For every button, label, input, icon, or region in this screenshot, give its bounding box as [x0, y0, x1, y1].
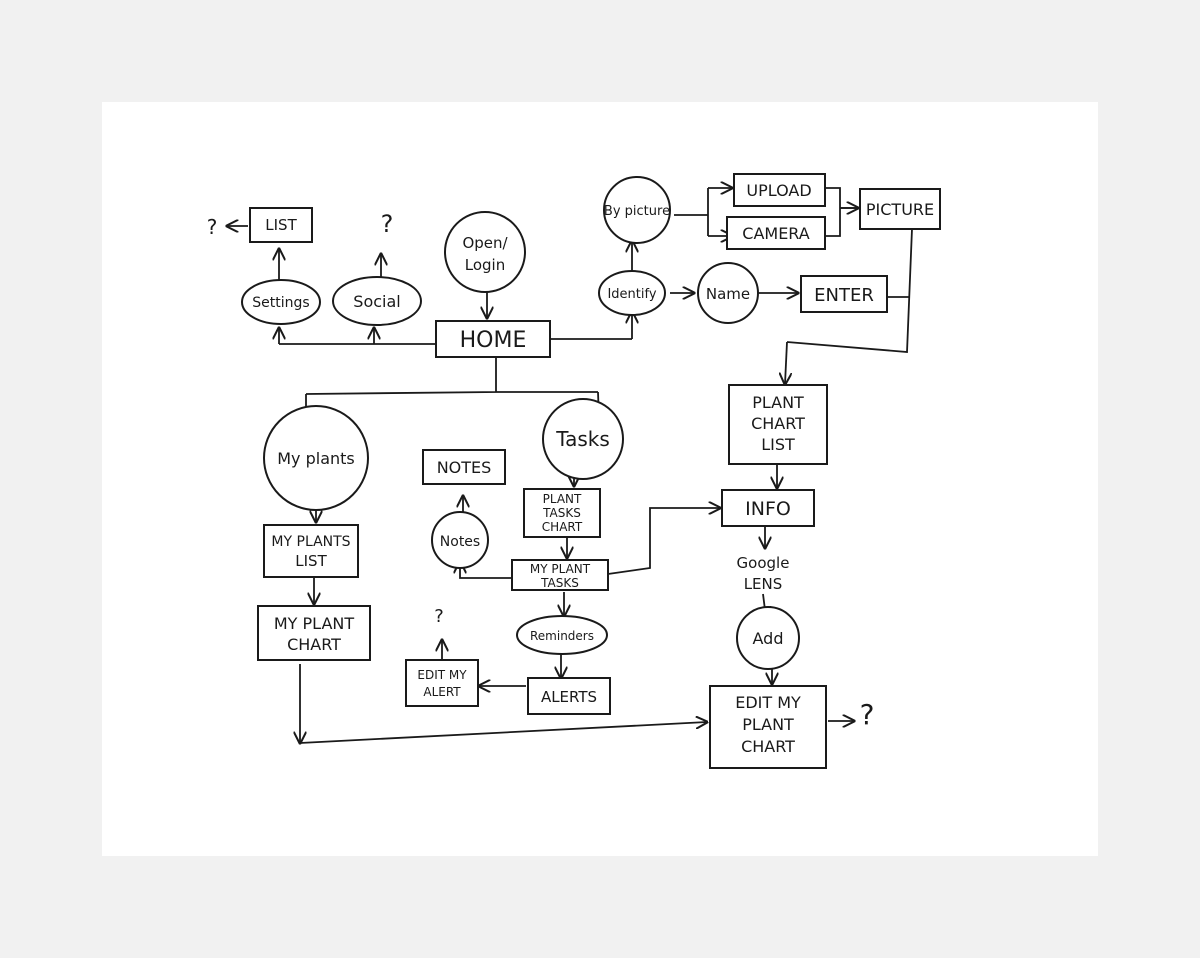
connector-home-down	[305, 358, 598, 395]
svg-text:Identify: Identify	[607, 287, 656, 302]
unknown-mark-edit-chart: ?	[860, 698, 875, 731]
svg-text:CHART: CHART	[751, 414, 805, 433]
node-identify: Identify	[598, 270, 666, 316]
svg-text:Settings: Settings	[252, 295, 309, 311]
node-tasks: Tasks	[542, 398, 624, 480]
svg-text:PLANT: PLANT	[543, 492, 582, 506]
node-info: INFO	[721, 489, 815, 527]
node-my-plants-list: MY PLANTS LIST	[263, 524, 359, 578]
svg-text:TASKS: TASKS	[540, 576, 579, 590]
arrow-myplanttasks-to-info	[607, 508, 720, 575]
svg-text:ALERTS: ALERTS	[541, 688, 597, 706]
svg-text:Notes: Notes	[440, 534, 480, 550]
node-plant-chart-list: PLANT CHART LIST	[728, 384, 828, 465]
node-my-plant-tasks: MY PLANT TASKS	[511, 559, 609, 591]
svg-text:INFO: INFO	[745, 498, 791, 520]
svg-text:Google: Google	[737, 554, 790, 572]
svg-text:MY PLANT: MY PLANT	[530, 562, 591, 576]
node-edit-my-plant-chart: EDIT MY PLANT CHART	[709, 685, 827, 769]
svg-text:CAMERA: CAMERA	[742, 224, 810, 243]
node-social: Social	[332, 276, 422, 326]
svg-text:My plants: My plants	[277, 449, 355, 468]
svg-text:Reminders: Reminders	[530, 629, 594, 643]
node-open-login: Open/ Login	[444, 211, 526, 293]
svg-text:LENS: LENS	[744, 575, 783, 593]
svg-text:LIST: LIST	[761, 435, 795, 454]
svg-text:HOME: HOME	[460, 328, 527, 353]
svg-text:TASKS: TASKS	[542, 506, 581, 520]
node-home: HOME	[435, 320, 551, 358]
arrow-to-plant-chart-list	[785, 341, 787, 384]
svg-text:EDIT MY: EDIT MY	[417, 668, 467, 682]
svg-text:PLANT: PLANT	[742, 715, 794, 734]
node-enter: ENTER	[800, 275, 888, 313]
node-my-plant-chart: MY PLANT CHART	[257, 605, 371, 661]
svg-text:Add: Add	[753, 629, 784, 648]
node-settings: Settings	[241, 279, 321, 325]
svg-text:LIST: LIST	[295, 552, 327, 570]
svg-text:Tasks: Tasks	[555, 427, 610, 451]
connector-mychart-editchart	[299, 722, 707, 744]
svg-text:MY PLANT: MY PLANT	[274, 614, 355, 633]
node-notes-circle: Notes	[431, 511, 489, 569]
node-alerts: ALERTS	[527, 677, 611, 715]
svg-text:UPLOAD: UPLOAD	[746, 181, 811, 200]
svg-text:NOTES: NOTES	[437, 458, 492, 477]
svg-text:Login: Login	[465, 256, 505, 274]
node-my-plants: My plants	[263, 405, 369, 511]
node-reminders: Reminders	[516, 615, 608, 655]
svg-text:CHART: CHART	[741, 737, 795, 756]
svg-text:Social: Social	[353, 292, 400, 311]
svg-text:PICTURE: PICTURE	[866, 200, 934, 219]
svg-text:By picture: By picture	[604, 204, 670, 219]
unknown-mark-edit-alert: ?	[434, 606, 444, 627]
unknown-mark-social: ?	[381, 210, 394, 238]
svg-text:MY PLANTS: MY PLANTS	[271, 534, 350, 550]
svg-text:LIST: LIST	[265, 216, 297, 234]
node-picture: PICTURE	[859, 188, 941, 230]
svg-text:CHART: CHART	[542, 520, 583, 534]
node-plant-tasks-chart: PLANT TASKS CHART	[523, 488, 601, 538]
svg-text:CHART: CHART	[287, 635, 341, 654]
node-list: LIST	[249, 207, 313, 243]
connector-bypicture-split	[674, 188, 709, 236]
node-camera: CAMERA	[726, 216, 826, 250]
unknown-mark-list: ?	[207, 215, 218, 239]
svg-text:ENTER: ENTER	[814, 285, 874, 306]
svg-text:Open/: Open/	[462, 234, 508, 252]
app-flow-diagram: LIST Settings Social Open/ Login HOME By…	[207, 173, 941, 769]
svg-text:EDIT MY: EDIT MY	[735, 693, 801, 712]
node-name: Name	[697, 262, 759, 324]
node-add: Add	[736, 606, 800, 670]
connector-merge-picture	[826, 187, 858, 237]
node-by-picture: By picture	[603, 176, 671, 244]
node-upload: UPLOAD	[733, 173, 826, 207]
node-edit-my-alert: EDIT MY ALERT	[405, 659, 479, 707]
svg-text:ALERT: ALERT	[423, 685, 461, 699]
svg-text:Name: Name	[706, 285, 750, 303]
node-google-lens: Google LENS	[737, 554, 790, 593]
svg-text:PLANT: PLANT	[752, 393, 804, 412]
node-notes-box: NOTES	[422, 449, 506, 485]
connector-picture-down	[786, 228, 913, 353]
paper-sheet: LIST Settings Social Open/ Login HOME By…	[102, 102, 1098, 856]
